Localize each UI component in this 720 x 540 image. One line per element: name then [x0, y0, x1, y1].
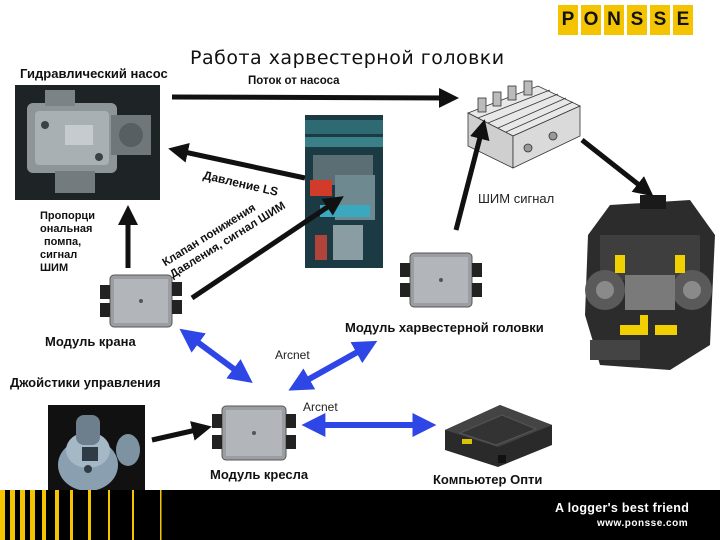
seat-module-image — [212, 402, 300, 464]
footer-website: www.ponsse.com — [597, 518, 689, 529]
valve-block-image — [458, 78, 588, 178]
opti-computer-image — [440, 395, 555, 470]
proportional-pump-line: сигнал — [40, 249, 78, 261]
footer-slogan: A logger's best friend — [555, 501, 690, 515]
joystick-signal-arrow — [151, 421, 212, 443]
hydraulic-pump-image — [15, 85, 160, 200]
crane-module-label: Модуль крана — [45, 334, 136, 349]
head-module-image — [400, 248, 485, 310]
logo-letter: P — [558, 5, 578, 35]
logo-letter: O — [581, 5, 601, 35]
harvester-head-image — [580, 195, 718, 373]
footer-stripes — [0, 490, 162, 540]
head-module-label: Модуль харвестерной головки — [345, 320, 544, 335]
logo-letter: N — [604, 5, 624, 35]
pwm-signal-arrow — [453, 119, 490, 231]
proportional-pump-line: помпа, — [44, 236, 82, 248]
pwm-signal-label: ШИМ сигнал — [478, 191, 555, 206]
head-feed-arrow — [580, 138, 654, 197]
ponsse-logo: P O N S S E — [558, 5, 693, 35]
logo-letter: S — [627, 5, 647, 35]
pump-label: Гидравлический насос — [20, 66, 168, 81]
flow-arrow — [171, 87, 459, 108]
arcnet-label: Arcnet — [303, 400, 338, 414]
arcnet-crane-seat-arrow — [179, 328, 253, 383]
logo-letter: S — [650, 5, 670, 35]
seat-module-label: Модуль кресла — [210, 467, 309, 482]
joysticks-label: Джойстики управления — [10, 375, 161, 390]
proportional-pump-line: ональная — [40, 223, 93, 235]
diagram-title: Работа харвестерной головки — [190, 47, 505, 69]
footer-bar — [0, 490, 720, 540]
crane-module-image — [100, 270, 185, 330]
logo-letter: E — [673, 5, 693, 35]
opti-computer-label: Компьютер Опти — [433, 472, 543, 487]
flow-label: Поток от насоса — [248, 75, 340, 87]
joystick-image — [48, 405, 145, 493]
proportional-pump-line: ШИМ — [40, 262, 69, 274]
arcnet-seat-head-arrow — [288, 340, 378, 391]
arcnet-label: Arcnet — [275, 348, 310, 362]
proportional-pump-label: Пропорци ональная помпа, сигнал ШИМ — [40, 210, 95, 275]
valve-signal-arrow — [190, 196, 344, 301]
proportional-pump-line: Пропорци — [40, 210, 95, 222]
ls-pressure-arrow — [168, 142, 306, 181]
